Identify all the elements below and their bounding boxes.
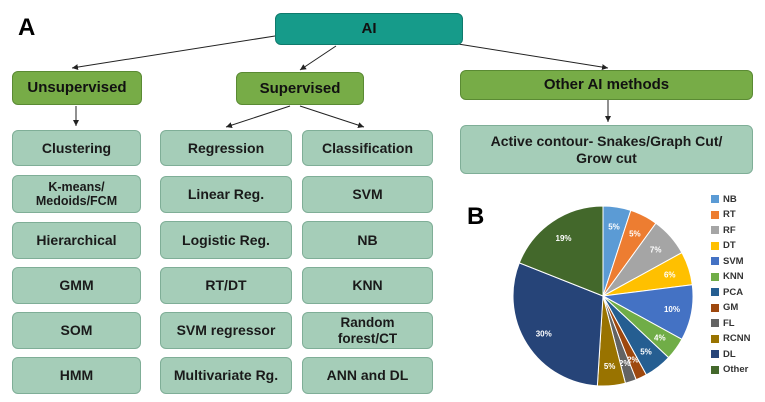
- som-box: SOM: [12, 312, 141, 349]
- legend-item-svm: SVM: [711, 255, 744, 267]
- legend-swatch-dl: [711, 350, 719, 358]
- random-forest-line2: forest/CT: [337, 330, 398, 346]
- pie-label-other: 19%: [556, 234, 572, 243]
- legend-item-fl: FL: [711, 317, 735, 329]
- linear-reg-box: Linear Reg.: [160, 176, 292, 213]
- pie-label-rf: 7%: [650, 246, 662, 255]
- pie-label-rt: 5%: [629, 229, 641, 238]
- legend-item-rcnn: RCNN: [711, 333, 750, 345]
- svm-box: SVM: [302, 176, 433, 213]
- legend-swatch-rcnn: [711, 334, 719, 343]
- legend-label-dl: DL: [723, 348, 736, 360]
- gmm-box: GMM: [12, 267, 141, 304]
- pie-label-dl: 30%: [536, 330, 552, 339]
- legend-item-dl: DL: [711, 348, 736, 360]
- legend-item-rt: RT: [711, 209, 736, 221]
- ai-root-box: AI: [275, 13, 463, 45]
- legend-label-rt: RT: [723, 209, 736, 220]
- kmeans-line2: Medoids/FCM: [35, 194, 118, 208]
- legend-swatch-svm: [711, 257, 719, 265]
- legend-label-svm: SVM: [723, 255, 744, 267]
- connector-supervised-classification: [299, 105, 365, 128]
- legend-swatch-pca: [711, 288, 719, 296]
- kmeans-line1: K-means/: [48, 179, 105, 194]
- legend-label-other: Other: [723, 364, 749, 375]
- hmm-box: HMM: [12, 357, 141, 394]
- legend-item-dt: DT: [711, 240, 736, 252]
- connector-ai-unsupervised: [71, 35, 276, 71]
- active-contour-box: Active contour- Snakes/Graph Cut/ Grow c…: [460, 125, 753, 174]
- kmeans-box: K-means/ Medoids/FCM: [12, 175, 141, 213]
- ann-dl-box: ANN and DL: [302, 357, 433, 394]
- legend-label-rf: RF: [723, 224, 736, 236]
- pie-slice-dl: [512, 262, 604, 387]
- legend-label-rcnn: RCNN: [723, 333, 751, 344]
- svm-regressor-box: SVM regressor: [160, 312, 292, 349]
- active-contour-line1: Active contour- Snakes/Graph Cut/: [490, 133, 723, 150]
- connector-supervised-regression: [225, 105, 291, 128]
- legend-label-pca: PCA: [723, 286, 744, 298]
- panel-label-a: A: [18, 14, 36, 41]
- legend-item-gm: GM: [711, 302, 738, 314]
- legend-item-rf: RF: [711, 224, 736, 236]
- supervised-box: Supervised: [236, 72, 364, 105]
- legend-label-nb: NB: [723, 193, 737, 205]
- pie-label-knn: 4%: [654, 333, 666, 342]
- clustering-box: Clustering: [12, 130, 141, 166]
- other-ai-methods-box: Other AI methods: [460, 70, 753, 100]
- legend-label-knn: KNN: [723, 271, 744, 282]
- pie-label-pca: 5%: [640, 347, 652, 356]
- knn-box: KNN: [302, 267, 433, 304]
- hierarchical-box: Hierarchical: [12, 222, 141, 259]
- multivariate-rg-box: Multivariate Rg.: [160, 357, 292, 394]
- legend-item-knn: KNN: [711, 271, 744, 283]
- legend-item-nb: NB: [711, 193, 737, 205]
- pie-label-svm: 10%: [664, 305, 680, 314]
- pie-label-nb: 5%: [608, 223, 620, 232]
- nb-box: NB: [302, 221, 433, 259]
- legend-label-gm: GM: [723, 302, 739, 313]
- legend-swatch-knn: [711, 272, 719, 281]
- pie-label-fl: 2%: [619, 359, 631, 368]
- unsupervised-box: Unsupervised: [12, 71, 142, 105]
- pie-label-dt: 6%: [664, 270, 676, 279]
- rt-dt-box: RT/DT: [160, 267, 292, 304]
- legend-swatch-nb: [711, 195, 719, 203]
- legend-swatch-rt: [711, 210, 719, 219]
- pie-slice-other: [518, 205, 604, 297]
- legend-item-pca: PCA: [711, 286, 743, 298]
- legend-item-other: Other: [711, 364, 748, 376]
- random-forest-line1: Random: [340, 314, 395, 330]
- legend-swatch-fl: [711, 319, 719, 327]
- legend-swatch-gm: [711, 303, 719, 312]
- connector-ai-supervised: [299, 45, 337, 71]
- panel-label-b: B: [467, 203, 485, 230]
- classification-box: Classification: [302, 130, 433, 166]
- logistic-reg-box: Logistic Reg.: [160, 221, 292, 259]
- legend-label-fl: FL: [723, 317, 735, 329]
- legend-label-dt: DT: [723, 240, 736, 251]
- pie-label-rcnn: 5%: [604, 362, 616, 371]
- active-contour-line2: Grow cut: [576, 149, 637, 166]
- random-forest-box: Random forest/CT: [302, 312, 433, 349]
- legend-swatch-rf: [711, 226, 719, 234]
- legend-swatch-dt: [711, 241, 719, 250]
- regression-box: Regression: [160, 130, 292, 166]
- pie-label-gm: 2%: [627, 356, 639, 365]
- legend-swatch-other: [711, 365, 719, 374]
